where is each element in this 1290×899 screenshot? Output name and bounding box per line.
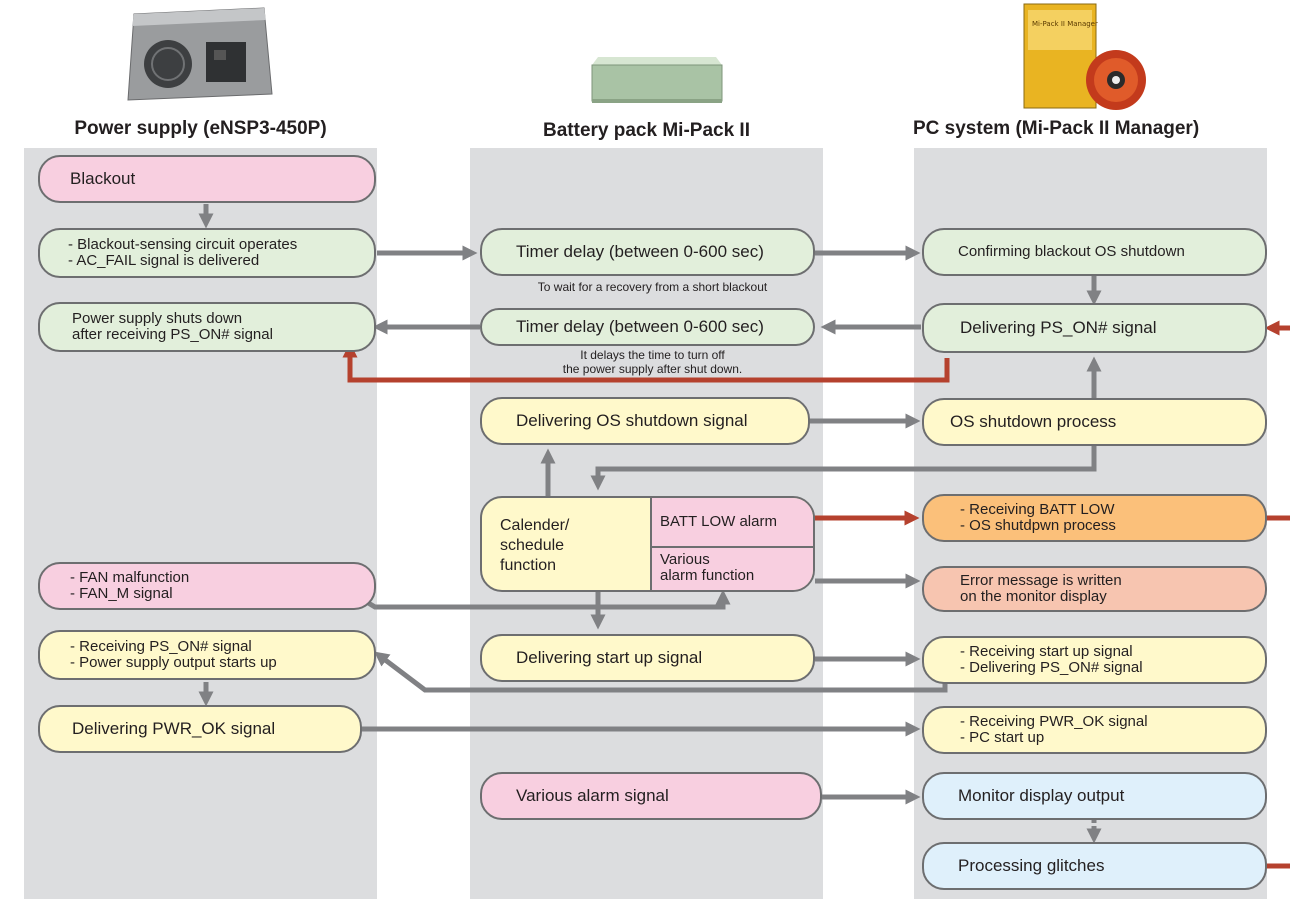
fan-box: - FAN malfunction - FAN_M signal xyxy=(38,562,376,610)
sensing-box: - Blackout-sensing circuit operates - AC… xyxy=(38,228,376,278)
calendar-box: Calender/ schedule function BATT LOW ala… xyxy=(480,496,815,592)
pson-label: Delivering PS_ON# signal xyxy=(960,318,1157,337)
timer2-note: It delays the time to turn off the power… xyxy=(562,348,743,376)
battery-pack-title: Battery pack Mi-Pack II xyxy=(543,120,750,141)
power-supply-title: Power supply (eNSP3-450P) xyxy=(74,118,327,139)
receiving-start-up-label: - Receiving start up signal - Delivering… xyxy=(960,643,1143,676)
shutdown-box: Power supply shuts down after receiving … xyxy=(38,302,376,352)
receiving-pwrok-box: - Receiving PWR_OK signal - PC start up xyxy=(922,706,1267,754)
receiving-start-up-box: - Receiving start up signal - Delivering… xyxy=(922,636,1267,684)
battery-pack-image xyxy=(591,57,723,103)
receiving-pwrok-label: - Receiving PWR_OK signal - PC start up xyxy=(960,713,1148,746)
software-package-image: Mi-Pack II Manager xyxy=(1023,3,1146,110)
blackout-label: Blackout xyxy=(70,169,136,188)
timer1-box: Timer delay (between 0-600 sec) xyxy=(480,228,815,276)
fan-label: - FAN malfunction - FAN_M signal xyxy=(70,569,190,602)
os-process-label: OS shutdown process xyxy=(950,412,1117,431)
glitches-box: Processing glitches xyxy=(922,842,1267,890)
monitor-output-label: Monitor display output xyxy=(958,786,1125,805)
batt-low-alarm: BATT LOW alarm xyxy=(650,498,813,548)
various-alarm-function: Various alarm function xyxy=(650,548,813,590)
timer2-box: Timer delay (between 0-600 sec) xyxy=(480,308,815,346)
pwrok-label: Delivering PWR_OK signal xyxy=(72,719,276,738)
glitches-label: Processing glitches xyxy=(958,856,1105,875)
start-up-signal-label: Delivering start up signal xyxy=(516,648,703,667)
arrow-osprocess-to-calendar xyxy=(590,446,1097,491)
pc-system-title: PC system (Mi-Pack II Manager) xyxy=(913,118,1200,139)
os-shutdown-signal-label: Delivering OS shutdown signal xyxy=(516,411,748,430)
arrow-fan-to-alarm xyxy=(363,589,731,610)
os-shutdown-signal-box: Delivering OS shutdown signal xyxy=(480,397,810,445)
receiving-pson-label: - Receiving PS_ON# signal - Power supply… xyxy=(70,638,277,671)
various-alarm-signal-label: Various alarm signal xyxy=(516,786,669,805)
pson-box: Delivering PS_ON# signal xyxy=(922,303,1267,353)
confirming-label: Confirming blackout OS shutdown xyxy=(958,243,1185,260)
red-arrow-pson-to-shutdown xyxy=(342,342,950,383)
arrow-receiving-to-pson xyxy=(374,651,948,693)
timer2-label: Timer delay (between 0-600 sec) xyxy=(516,317,764,336)
receiving-pson-box: - Receiving PS_ON# signal - Power supply… xyxy=(38,630,376,680)
start-up-signal-box: Delivering start up signal xyxy=(480,634,815,682)
batt-low-box: - Receiving BATT LOW - OS shutdpwn proce… xyxy=(922,494,1267,542)
various-alarm-signal-box: Various alarm signal xyxy=(480,772,822,820)
confirming-box: Confirming blackout OS shutdown xyxy=(922,228,1267,276)
timer1-label: Timer delay (between 0-600 sec) xyxy=(516,242,764,261)
dvd-label: Mi-Pack II Manager xyxy=(1032,20,1098,28)
shutdown-label: Power supply shuts down after receiving … xyxy=(72,310,273,343)
pwrok-box: Delivering PWR_OK signal xyxy=(38,705,362,753)
calendar-label: Calender/ schedule function xyxy=(500,517,570,574)
error-message-label: Error message is written on the monitor … xyxy=(960,572,1122,605)
blackout-box: Blackout xyxy=(38,155,376,203)
os-process-box: OS shutdown process xyxy=(922,398,1267,446)
timer1-note: To wait for a recovery from a short blac… xyxy=(537,280,768,294)
batt-low-label: - Receiving BATT LOW - OS shutdpwn proce… xyxy=(960,501,1116,534)
sensing-label: - Blackout-sensing circuit operates - AC… xyxy=(68,236,298,269)
error-message-box: Error message is written on the monitor … xyxy=(922,566,1267,612)
power-supply-image xyxy=(127,7,273,101)
monitor-output-box: Monitor display output xyxy=(922,772,1267,820)
